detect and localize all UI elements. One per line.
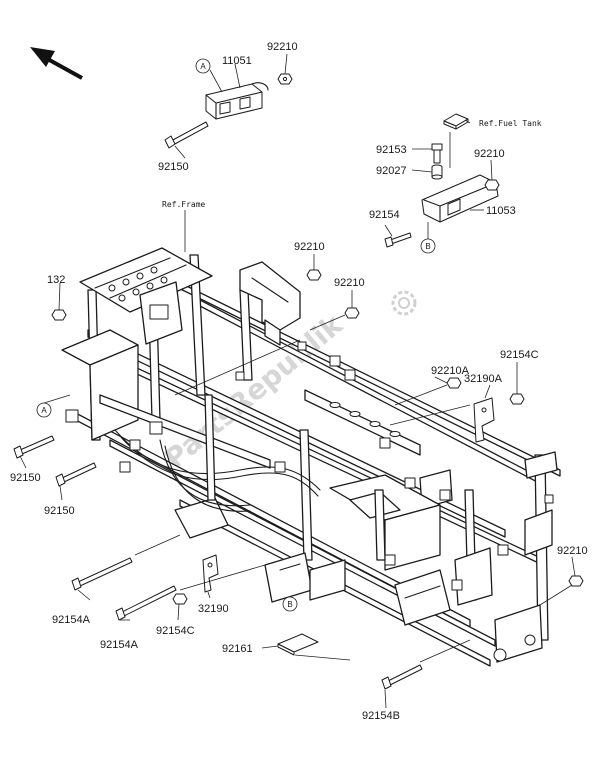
collar-92027 (431, 164, 443, 180)
bolt-92150-left1 (13, 435, 55, 459)
nut-92210-mid1 (306, 269, 322, 281)
svg-text:B: B (287, 600, 292, 609)
label-92210A: 92210A (431, 365, 470, 377)
leader-lines (19, 53, 576, 709)
label-92154A-1: 92154A (52, 614, 91, 626)
label-92210-right: 92210 (557, 545, 588, 557)
bracket-32190 (202, 554, 219, 593)
callout-a-top: A (195, 58, 211, 74)
main-frame (61, 247, 561, 667)
nut-92210-right (568, 575, 584, 587)
label-92154C-right: 92154C (500, 349, 539, 361)
label-92150-top: 92150 (158, 161, 189, 173)
label-132: 132 (47, 274, 65, 286)
svg-text:B: B (425, 242, 430, 251)
callout-b-right: B (420, 238, 436, 254)
rail-holes (329, 402, 401, 437)
nut-92210-b (484, 179, 500, 191)
bracket-11053 (421, 174, 499, 223)
bolt-92154B (381, 664, 423, 690)
callout-a-left: A (36, 402, 52, 418)
svg-text:A: A (41, 406, 47, 415)
svg-text:A: A (200, 62, 206, 71)
bracket-11051 (205, 82, 269, 120)
gear-icon (391, 290, 417, 316)
bolt-92154A-1 (71, 557, 133, 591)
bolt-92154C-right (509, 393, 525, 405)
label-11051: 11051 (222, 55, 252, 67)
label-92154C-bottom: 92154C (156, 625, 195, 637)
nut-92210-top (277, 73, 293, 85)
label-92210-mid1: 92210 (294, 241, 325, 253)
callout-b-bottom: B (282, 596, 298, 612)
nut-132 (51, 309, 67, 321)
nut-92210A (446, 377, 462, 389)
bolt-92154C-bottom (172, 593, 188, 605)
label-92150-left2: 92150 (44, 505, 75, 517)
label-92210-top: 92210 (267, 41, 298, 53)
label-92210-b: 92210 (474, 148, 505, 160)
label-11053: 11053 (486, 205, 516, 217)
front-plate-holes (108, 266, 168, 302)
bolt-92150-top (164, 121, 209, 149)
fuel-tank-pad (443, 113, 469, 130)
bolt-92153 (431, 143, 443, 164)
bolt-92150-left2 (55, 462, 97, 487)
part-labels: 11051 92210 92150 Ref.Frame Ref.Fuel Tan… (10, 41, 588, 722)
bolt-92154 (384, 232, 412, 248)
pad-92161 (277, 633, 319, 656)
label-92154B: 92154B (362, 710, 400, 722)
label-92154A-2: 92154A (100, 639, 139, 651)
bracket-32190A (473, 397, 495, 443)
label-92154: 92154 (369, 209, 400, 221)
bolt-92154A-2 (115, 585, 177, 621)
label-92210-mid2: 92210 (334, 277, 365, 289)
label-92153: 92153 (376, 144, 407, 156)
label-ref-fuel-tank: Ref.Fuel Tank (479, 119, 542, 128)
label-92161: 92161 (222, 643, 253, 655)
label-92150-left1: 92150 (10, 472, 41, 484)
arrow-front-left-icon (30, 47, 83, 80)
label-32190A: 32190A (464, 373, 503, 385)
label-32190: 32190 (198, 603, 229, 615)
label-ref-frame: Ref.Frame (162, 200, 206, 209)
label-92027: 92027 (376, 165, 407, 177)
nut-92210-mid2 (344, 307, 360, 319)
